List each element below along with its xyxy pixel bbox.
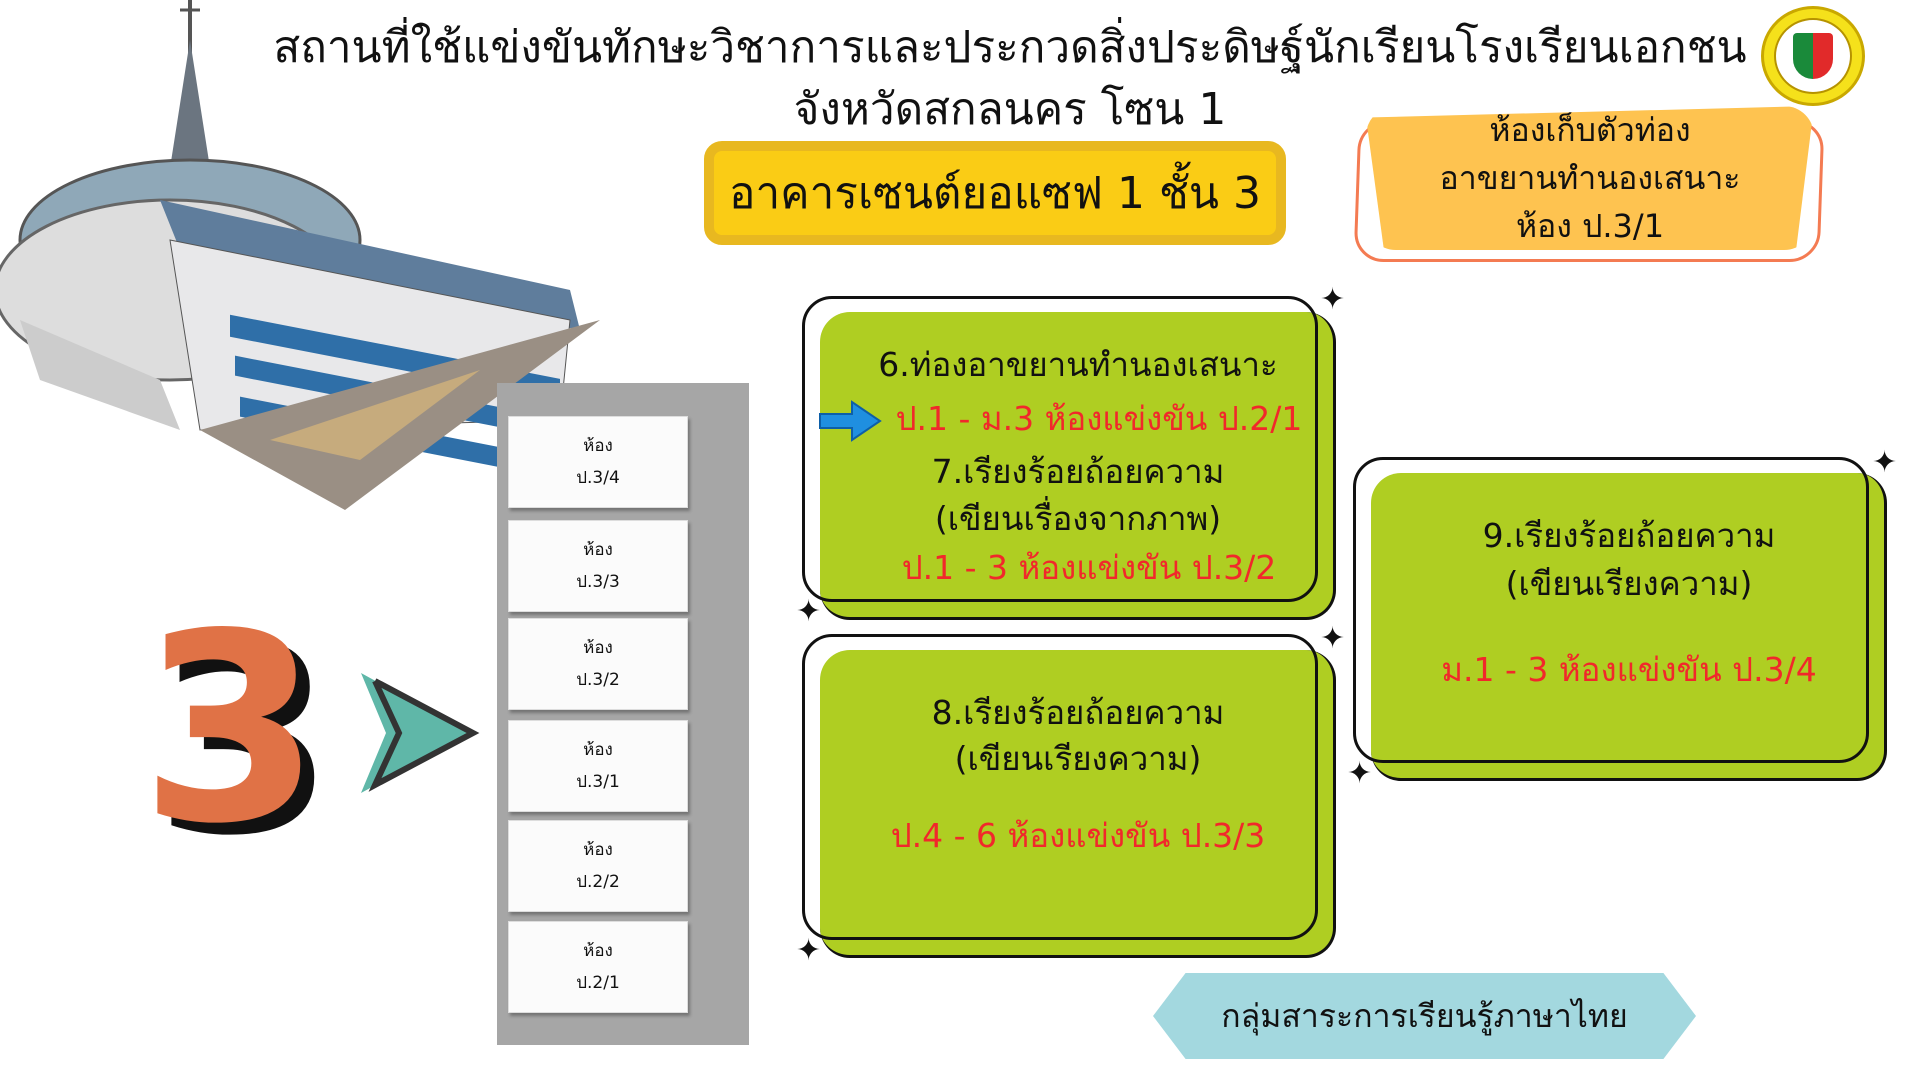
room-code: ป.3/3 (576, 572, 620, 592)
room-code: ป.3/1 (576, 772, 620, 792)
event-8-room: ป.4 - 6 ห้องแข่งขัน ป.3/3 (890, 816, 1266, 855)
room-label: ห้อง (583, 740, 613, 760)
chevron-right-icon (361, 673, 480, 793)
building-floor-label: อาคารเซนต์ยอแซฟ 1 ชั้น 3 (704, 141, 1286, 245)
sparkle-icon: ✦ (1320, 282, 1346, 317)
school-logo (1761, 6, 1865, 106)
storage-note-line3: ห้อง ป.3/1 (1515, 207, 1665, 245)
event-7-room: ป.1 - 3 ห้องแข่งขัน ป.3/2 (901, 548, 1277, 587)
event-9-room: ม.1 - 3 ห้องแข่งขัน ป.3/4 (1441, 650, 1817, 689)
room-code: ป.2/2 (576, 872, 620, 892)
room-card[interactable]: ห้องป.2/1 (508, 921, 688, 1013)
room-label: ห้อง (583, 638, 613, 658)
storage-note-line1: ห้องเก็บตัวท่อง (1489, 111, 1691, 149)
sparkle-icon: ✦ (796, 933, 822, 968)
sparkle-icon: ✦ (1320, 621, 1346, 656)
room-card[interactable]: ห้องป.3/3 (508, 520, 688, 612)
event-box-9: 9.เรียงร้อยถ้อยความ (เขียนเรียงความ) ม.1… (1353, 457, 1887, 781)
arrow-right-icon (819, 400, 882, 442)
room-list-panel: ห้องป.3/4 ห้องป.3/3 ห้องป.3/2 ห้องป.3/1 … (497, 383, 749, 1045)
floor-number: 3 (140, 579, 321, 881)
room-label: ห้อง (583, 941, 613, 961)
event-9-subtitle: (เขียนเรียงความ) (1505, 564, 1753, 603)
sparkle-icon: ✦ (796, 594, 822, 629)
department-banner: กลุ่มสาระการเรียนรู้ภาษาไทย (1153, 973, 1696, 1059)
event-7-title: 7.เรียงร้อยถ้อยความ (931, 452, 1225, 491)
event-6-room: ป.1 - ม.3 ห้องแข่งขัน ป.2/1 (895, 399, 1303, 438)
shield-icon (1793, 33, 1833, 79)
event-7-subtitle: (เขียนเรื่องจากภาพ) (934, 499, 1222, 538)
room-label: ห้อง (583, 840, 613, 860)
sparkle-icon: ✦ (1872, 445, 1898, 480)
room-card[interactable]: ห้องป.2/2 (508, 820, 688, 912)
room-card[interactable]: ห้องป.3/4 (508, 416, 688, 508)
room-label: ห้อง (583, 436, 613, 456)
page-title-line2: จังหวัดสกลนคร โซน 1 (793, 84, 1227, 135)
storage-note-line2: อาขยานทำนองเสนาะ (1439, 159, 1741, 197)
sparkle-icon: ✦ (1347, 756, 1373, 791)
event-8-subtitle: (เขียนเรียงความ) (954, 739, 1202, 778)
room-label: ห้อง (583, 540, 613, 560)
event-9-title: 9.เรียงร้อยถ้อยความ (1482, 516, 1776, 555)
room-card[interactable]: ห้องป.3/2 (508, 618, 688, 710)
event-box-6-7: 6.ท่องอาขยานทำนองเสนาะ ป.1 - ม.3 ห้องแข่… (802, 296, 1336, 620)
storage-note: ห้องเก็บตัวท่อง อาขยานทำนองเสนาะ ห้อง ป.… (1366, 106, 1814, 250)
room-card[interactable]: ห้องป.3/1 (508, 720, 688, 812)
room-code: ป.3/4 (576, 468, 620, 488)
page-title-line1: สถานที่ใช้แข่งขันทักษะวิชาการและประกวดสิ… (273, 22, 1747, 73)
room-code: ป.2/1 (576, 973, 620, 993)
event-8-title: 8.เรียงร้อยถ้อยความ (931, 693, 1225, 732)
room-code: ป.3/2 (576, 670, 620, 690)
event-6-title: 6.ท่องอาขยานทำนองเสนาะ (878, 345, 1278, 384)
event-box-8: 8.เรียงร้อยถ้อยความ (เขียนเรียงความ) ป.4… (802, 634, 1336, 958)
